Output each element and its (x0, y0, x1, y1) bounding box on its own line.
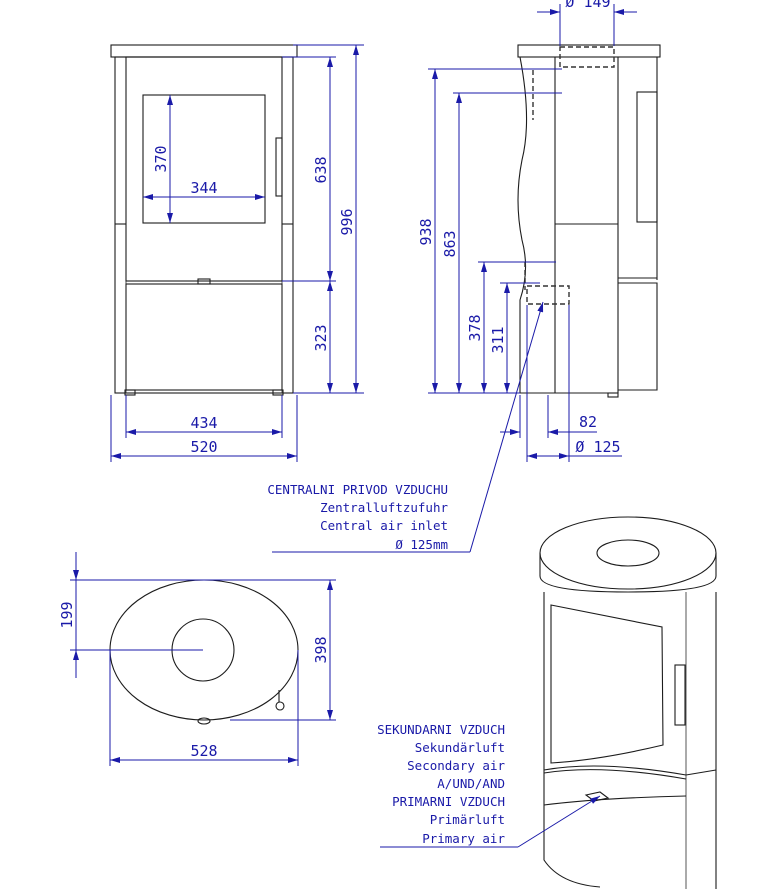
air-line-5: PRIMARNI VZDUCH (392, 794, 505, 809)
air-label: SEKUNDARNI VZDUCH Sekundärluft Secondary… (377, 722, 601, 848)
dim-offset: 82 (579, 413, 597, 431)
air-line-6: Primärluft (430, 812, 505, 827)
air-line-4: A/UND/AND (437, 776, 505, 791)
dim-half-depth: 199 (58, 601, 76, 628)
front-view (110, 44, 298, 396)
dim-glass-height: 370 (152, 145, 170, 172)
front-view-dimensions: 370 344 638 323 996 434 520 (110, 44, 364, 462)
side-view-dimensions: Ø 149 938 863 378 311 82 Ø 125 (417, 0, 637, 462)
air-line-1: SEKUNDARNI VZDUCH (377, 722, 505, 737)
dim-height-863: 863 (441, 230, 459, 257)
central-air-line-2: Zentralluftzufuhr (320, 500, 448, 515)
dim-outer-width: 520 (190, 438, 217, 456)
dim-lower-height: 323 (312, 324, 330, 351)
dim-width: 528 (190, 742, 217, 760)
dim-depth: 398 (312, 636, 330, 663)
dim-height-311: 311 (489, 326, 507, 353)
top-view-dimensions: 199 398 528 (58, 552, 336, 766)
central-air-line-3: Central air inlet (320, 518, 448, 533)
central-air-label: CENTRALNI PRIVOD VZDUCHU Zentralluftzufu… (267, 301, 544, 553)
dim-total-height: 996 (338, 208, 356, 235)
dim-upper-height: 638 (312, 156, 330, 183)
air-line-3: Secondary air (407, 758, 505, 773)
perspective-view (539, 516, 717, 889)
dim-glass-width: 344 (190, 179, 217, 197)
dim-height-378: 378 (466, 314, 484, 341)
dim-top-outlet: Ø 149 (565, 0, 610, 11)
top-view (109, 579, 299, 725)
air-line-2: Sekundärluft (415, 740, 505, 755)
dim-inlet-diameter: Ø 125 (575, 438, 620, 456)
side-view (517, 44, 661, 398)
central-air-line-1: CENTRALNI PRIVOD VZDUCHU (267, 482, 448, 497)
air-line-7: Primary air (422, 831, 505, 846)
dim-inner-width: 434 (190, 414, 217, 432)
central-air-diameter: Ø 125mm (395, 537, 448, 552)
dim-height-938: 938 (417, 218, 435, 245)
